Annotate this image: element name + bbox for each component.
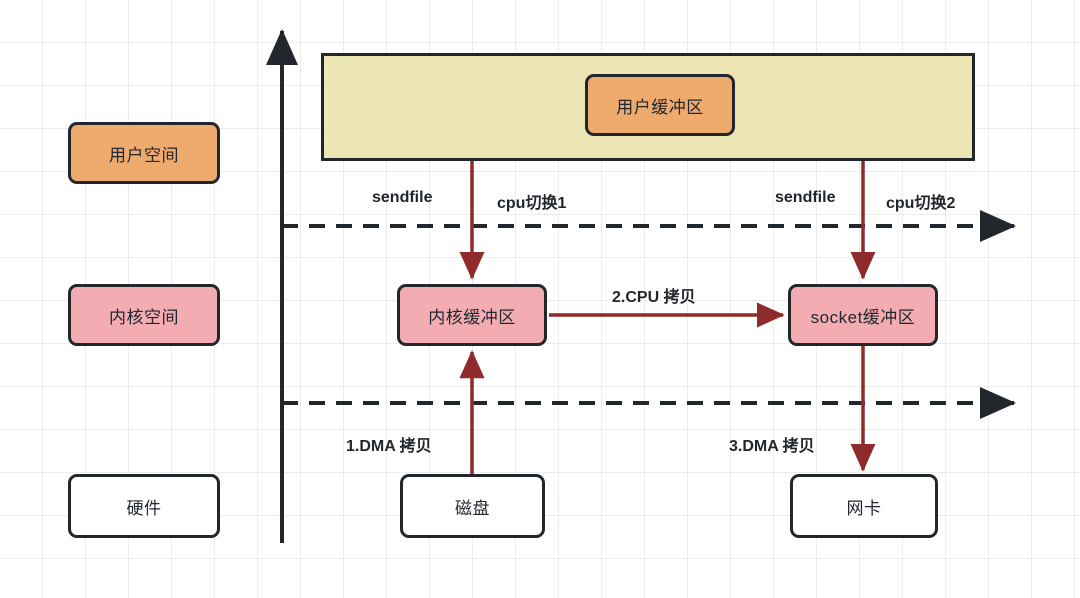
legend-hardware-box: 硬件 bbox=[68, 474, 220, 538]
kernel-buffer-label: 内核缓冲区 bbox=[428, 307, 516, 327]
disk-box: 磁盘 bbox=[400, 474, 545, 538]
edge-label-cpu-copy: 2.CPU 拷贝 bbox=[612, 289, 696, 306]
edge-label-cpu-switch-2: cpu切换2 bbox=[886, 195, 956, 212]
edge-label-dma-copy-3: 3.DMA 拷贝 bbox=[729, 438, 815, 455]
edge-label-dma-copy-1: 1.DMA 拷贝 bbox=[346, 438, 432, 455]
legend-user-space-box: 用户空间 bbox=[68, 122, 220, 184]
user-buffer-box: 用户缓冲区 bbox=[585, 74, 735, 136]
edge-label-cpu-switch-1: cpu切换1 bbox=[497, 195, 567, 212]
socket-buffer-label: socket缓冲区 bbox=[810, 307, 916, 327]
socket-buffer-box: socket缓冲区 bbox=[788, 284, 938, 346]
edge-label-sendfile-left: sendfile bbox=[372, 189, 433, 206]
nic-box: 网卡 bbox=[790, 474, 938, 538]
legend-kernel-space-box: 内核空间 bbox=[68, 284, 220, 346]
kernel-buffer-box: 内核缓冲区 bbox=[397, 284, 547, 346]
disk-label: 磁盘 bbox=[455, 498, 490, 518]
legend-kernel-space-label: 内核空间 bbox=[109, 307, 179, 327]
nic-label: 网卡 bbox=[846, 498, 882, 518]
legend-user-space-label: 用户空间 bbox=[109, 145, 179, 165]
user-buffer-label: 用户缓冲区 bbox=[616, 97, 704, 117]
edge-label-sendfile-right: sendfile bbox=[775, 189, 836, 206]
legend-hardware-label: 硬件 bbox=[126, 498, 162, 518]
